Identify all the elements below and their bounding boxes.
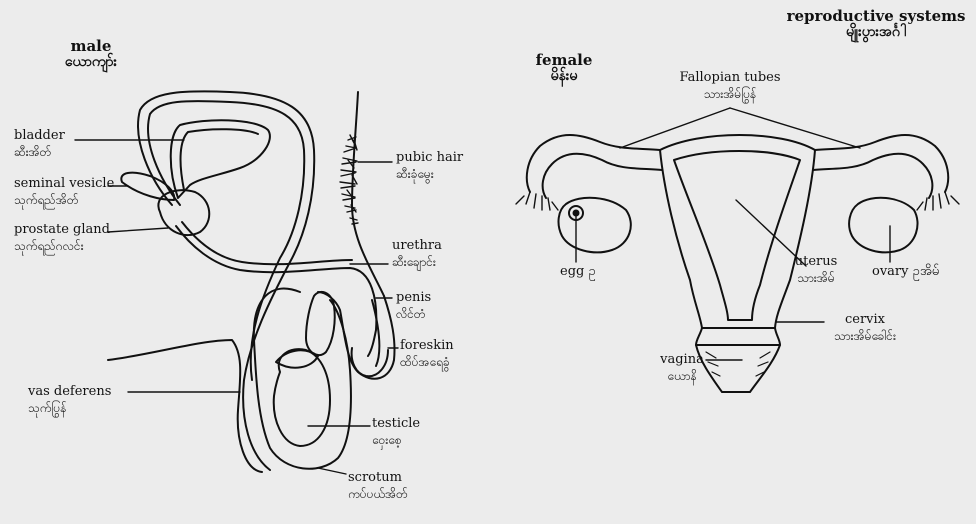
female-title: female မိန်းမ [524, 52, 604, 84]
label-vagina: vagina ယောနိ [660, 352, 704, 383]
label-vas-deferens: vas deferens သုက်ပြွန် [28, 384, 112, 415]
label-foreskin: foreskin ထိပ်အရေခွံ [400, 338, 454, 369]
label-bladder: bladder ဆီးအိတ် [14, 128, 65, 159]
female-title-en: female [535, 51, 593, 69]
epididymis-shape [275, 349, 319, 369]
foreskin-shape [350, 347, 389, 378]
vas-deferens-tube-inner [147, 100, 306, 381]
male-title: male ယောကျာ်း [46, 38, 136, 70]
label-penis: penis လိင်တံ [396, 290, 432, 321]
egg-nucleus [572, 209, 580, 217]
male-anatomy [107, 90, 396, 473]
right-fallopian-tube-lower [812, 152, 934, 199]
urethra-tube [175, 225, 378, 357]
main-title: reproductive systems မျိုးပွားအင်္ဂါ [776, 8, 976, 40]
left-ovary [557, 196, 632, 254]
vas-deferens-tube [137, 90, 316, 471]
label-egg: egg ဥ [560, 264, 596, 279]
cervix-shape [695, 327, 781, 346]
bladder-inner [179, 128, 259, 191]
pubic-hair-strokes [339, 134, 359, 225]
label-testicle: testicle ဝှေးစေ့ [372, 416, 421, 447]
left-fallopian-tube [525, 134, 661, 193]
main-title-my: မျိုးပွားအင်္ဂါ [845, 24, 907, 40]
right-fallopian-tube [814, 134, 950, 193]
left-fallopian-tube-lower [541, 152, 663, 199]
label-uterus: uterus သားအိမ် [794, 254, 838, 285]
label-ovary: ovary ဥအိမ် [872, 264, 940, 279]
label-scrotum: scrotum ကပ်ပယ်အိတ် [348, 470, 408, 501]
penis-inner [371, 299, 381, 367]
main-title-en: reproductive systems [786, 7, 966, 25]
scrotum-shape [252, 287, 352, 470]
uterus-cavity [673, 150, 801, 321]
vagina-folds [705, 351, 771, 377]
male-body-outline [107, 339, 263, 473]
uterus-outer [659, 134, 816, 329]
urethra-tube-inner [181, 221, 353, 266]
prostate-shape [157, 189, 211, 237]
seminal-vesicle-shape [120, 171, 176, 201]
female-leader-lines [575, 107, 891, 361]
corpus-shape [305, 290, 336, 357]
label-fallopian-tubes: Fallopian tubes သားအိမ်ပြွန် [679, 70, 781, 101]
male-abdomen-outline [351, 91, 385, 297]
left-fimbriae [515, 191, 559, 211]
label-pubic-hair: pubic hair ဆီးခုံမွေး [396, 150, 464, 181]
penis-shape [317, 291, 396, 380]
label-urethra: urethra ဆီးချောင်း [392, 238, 442, 269]
right-fimbriae [916, 191, 960, 211]
right-ovary [848, 196, 919, 254]
male-title-my: ယောကျာ်း [64, 54, 118, 70]
testicle-shape [272, 348, 331, 447]
female-anatomy [515, 134, 960, 393]
male-leader-lines [74, 139, 399, 475]
female-title-my: မိန်းမ [550, 68, 578, 84]
vagina-shape [695, 344, 781, 393]
male-title-en: male [70, 37, 112, 55]
label-cervix: cervix သားအိမ်ခေါင်း [833, 312, 897, 343]
label-seminal-vesicle: seminal vesicle သုက်ရည်အိတ် [14, 176, 115, 207]
label-prostate-gland: prostate gland သုက်ရည်ဂလင်း [14, 222, 110, 253]
